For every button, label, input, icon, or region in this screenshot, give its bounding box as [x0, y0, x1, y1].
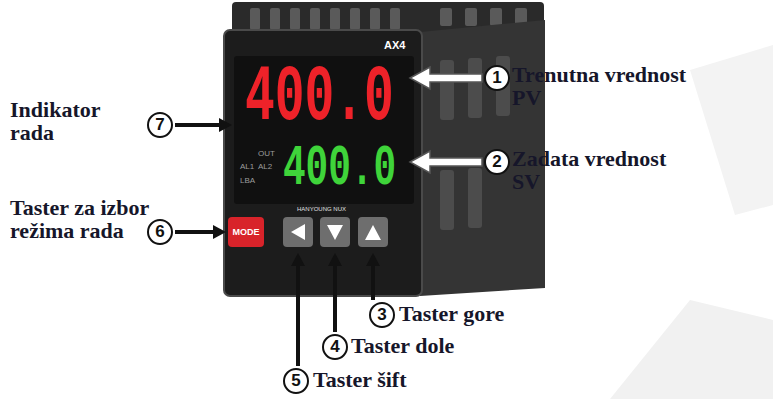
callout-label: Taster gore: [399, 302, 504, 325]
callout-number: 1: [484, 65, 510, 91]
vent-slot: [270, 8, 280, 30]
callout-label: Taster za izbor režima rada: [10, 196, 150, 242]
callout-number: 7: [147, 112, 173, 138]
indicator-label: AL1: [240, 163, 254, 171]
indicator-label: OUT: [258, 150, 275, 158]
leader-line: [333, 264, 337, 332]
mode-button: MODE: [228, 217, 264, 247]
callout-number: 3: [369, 302, 395, 328]
vent-slot: [390, 8, 400, 30]
vent-slot: [250, 8, 260, 30]
leader-line: [371, 264, 375, 300]
callout-label: Taster šift: [313, 368, 407, 391]
brand-name: HANYOUNG NUX: [297, 206, 346, 212]
arrow-head: [213, 225, 226, 239]
leader-line: [175, 230, 216, 234]
shift-button: [283, 217, 313, 247]
vent-slot: [290, 8, 300, 30]
callout-arrow: [410, 67, 482, 89]
arrow-head: [366, 253, 380, 266]
set-value-display: 400.0: [283, 140, 396, 198]
indicator-label: AL2: [258, 163, 272, 171]
vent-slot: [440, 60, 454, 120]
vent-slot: [310, 8, 320, 30]
button-triangle: [291, 224, 305, 240]
down-button: [320, 217, 350, 247]
vent-slot: [468, 58, 482, 118]
leader-line: [296, 264, 300, 366]
leader-line: [175, 123, 222, 127]
button-triangle: [365, 225, 381, 240]
arrow-head: [291, 253, 305, 266]
watermark-shape: [610, 300, 773, 399]
vent-slot: [350, 8, 360, 30]
callout-number: 5: [283, 368, 309, 394]
vent-slot: [465, 8, 477, 26]
vent-slot: [468, 168, 482, 228]
callout-label: Trenutna vrednost PV: [512, 63, 707, 109]
display-window: [234, 56, 414, 204]
arrow-head: [219, 118, 232, 132]
button-label: MODE: [233, 227, 260, 237]
callout-arrow: [410, 151, 482, 173]
vent-slot: [440, 170, 454, 230]
vent-slot: [370, 8, 380, 30]
up-button: [358, 217, 388, 247]
watermark-shape: [690, 45, 773, 215]
vent-slot: [490, 8, 502, 26]
process-value-display: 400.0: [245, 58, 394, 138]
callout-label: Indikator rada: [10, 98, 142, 144]
callout-number: 4: [322, 334, 348, 360]
button-triangle: [327, 225, 343, 240]
indicator-label: LBA: [240, 177, 255, 185]
callout-number: 2: [484, 149, 510, 175]
callout-number: 6: [147, 219, 173, 245]
callout-label: Zadata vrednost SV: [512, 147, 690, 193]
front-bezel: [224, 30, 422, 296]
vent-slot: [440, 8, 452, 26]
vent-slot: [330, 8, 340, 30]
arrow-head: [328, 253, 342, 266]
model-name: AX4: [384, 40, 405, 51]
callout-label: Taster dole: [351, 334, 454, 357]
